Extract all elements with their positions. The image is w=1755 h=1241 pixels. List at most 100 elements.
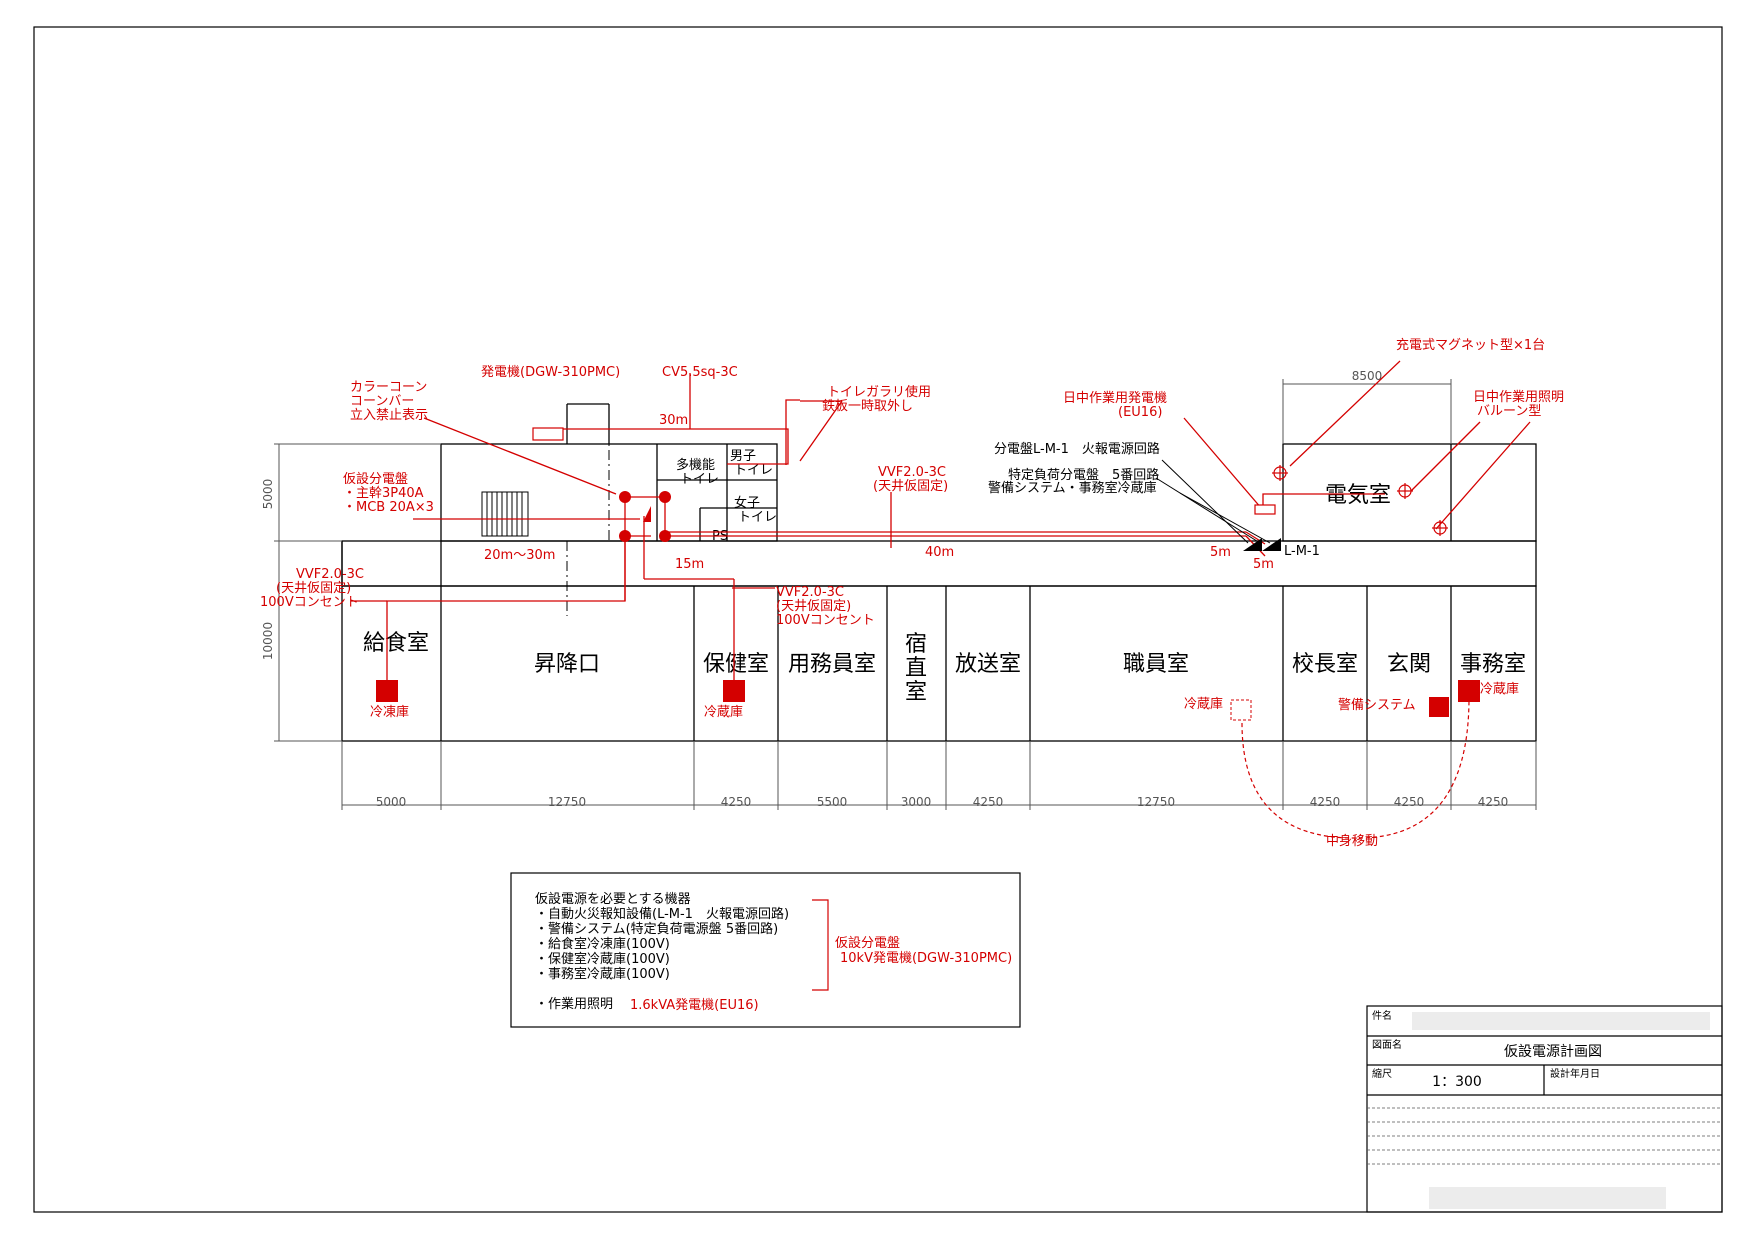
note-toilet-gallery-2: 鉄板一時取外し: [822, 399, 913, 414]
room-shukuchoku-2: 直: [905, 656, 927, 681]
lm1-panel-symbols: [1155, 459, 1281, 551]
note-panel-lm1: 分電盤L-M-1 火報電源回路: [994, 441, 1160, 457]
room-shoukou: 昇降口: [534, 652, 600, 677]
room-tamokuteki-2: トイレ: [680, 472, 719, 487]
room-shukuchoku-3: 室: [905, 680, 927, 705]
legend-item-3: ・給食室冷凍庫(100V): [535, 936, 670, 952]
room-housou: 放送室: [955, 652, 1021, 677]
note-security-load: 警備システム・事務室冷蔵庫: [988, 480, 1157, 496]
legend-work-light: ・作業用照明: [535, 996, 613, 1012]
note-length-15: 15m: [675, 557, 704, 572]
note-generator: 発電機(DGW-310PMC): [481, 365, 620, 380]
legend-brace: [812, 899, 829, 991]
note-move-contents: 中身移動: [1326, 833, 1378, 849]
dim-bottom-4: 5500: [817, 795, 848, 809]
legend-item-4: ・保健室冷蔵庫(100V): [535, 951, 670, 967]
legend-item-1: ・自動火災報知設備(L-M-1 火報電源回路): [535, 906, 789, 922]
stairs: [481, 491, 529, 537]
dim-left-upper: 5000: [261, 479, 275, 510]
room-danshi-2: トイレ: [734, 463, 773, 478]
dim-bottom-6: 4250: [973, 795, 1004, 809]
room-shokuin: 職員室: [1123, 652, 1189, 677]
dim-bottom-7: 12750: [1137, 795, 1175, 809]
note-vvf-left-2: (天井仮固定): [276, 581, 351, 596]
note-temp-panel-1: 仮設分電盤: [343, 471, 408, 487]
drawing-frame: [33, 26, 1723, 1213]
tb-date-label: 設計年月日: [1550, 1067, 1600, 1080]
dim-left-lower: 10000: [261, 622, 275, 660]
note-day-generator-2: (EU16): [1118, 405, 1162, 420]
legend-source-1: 仮設分電盤: [835, 935, 900, 951]
note-color-cone-3: 立入禁止表示: [350, 408, 428, 423]
room-tamokuteki-1: 多機能: [676, 457, 715, 473]
note-length-40: 40m: [925, 545, 954, 560]
note-balloon-2: バルーン型: [1477, 404, 1541, 419]
room-joshi-2: トイレ: [738, 510, 777, 525]
note-vvf-left-3: 100Vコンセント: [260, 595, 359, 610]
security-symbol: [1429, 697, 1449, 717]
room-shukuchoku-1: 宿: [905, 632, 927, 657]
dim-bottom-5: 3000: [901, 795, 932, 809]
dim-bottom-10: 4250: [1478, 795, 1509, 809]
tb-drawing-name: 仮設電源計画図: [1504, 1044, 1602, 1060]
note-lm1: L-M-1: [1284, 544, 1320, 559]
note-cable-length: 30m: [659, 413, 688, 428]
equipment-symbols: [376, 491, 1480, 717]
room-jimu: 事務室: [1460, 652, 1526, 677]
dimension-lines: [274, 379, 1537, 810]
center-lines: [540, 410, 655, 616]
room-denki: 電気室: [1325, 483, 1391, 508]
room-genkan: 玄関: [1387, 652, 1431, 677]
dim-top-right: 8500: [1352, 369, 1383, 383]
tb-drawing-label: 図面名: [1372, 1038, 1402, 1051]
legend-work-light-source: 1.6kVA発電機(EU16): [630, 998, 759, 1013]
note-fridge-hoken: 冷蔵庫: [704, 705, 743, 720]
room-hoken: 保健室: [703, 652, 769, 677]
wiring-lines: [351, 360, 1531, 688]
company-field: [1429, 1187, 1666, 1209]
move-path: [1241, 699, 1470, 839]
note-security: 警備システム: [1338, 697, 1416, 713]
dim-bottom-8: 4250: [1310, 795, 1341, 809]
tb-scale-label: 縮尺: [1372, 1067, 1392, 1080]
note-cable: CV5.5sq-3C: [662, 365, 738, 380]
freezer-symbol: [376, 680, 398, 702]
outlet-dot-1: [619, 491, 631, 503]
note-fridge-shokuin: 冷蔵庫: [1184, 697, 1223, 712]
note-length-20-30: 20m～30m: [484, 548, 555, 563]
generator-symbol: [532, 427, 564, 441]
day-generator-symbol: [1254, 504, 1276, 515]
legend-box: [510, 872, 1021, 1028]
note-length-5b: 5m: [1253, 557, 1274, 572]
note-vvf-left-1: VVF2.0-3C: [296, 567, 364, 582]
project-name-field: [1412, 1012, 1710, 1030]
tb-scale: 1：300: [1432, 1074, 1482, 1090]
note-temp-panel-3: ・MCB 20A×3: [343, 500, 434, 515]
outlet-dot-4: [659, 530, 671, 542]
room-kyushoku: 給食室: [363, 631, 429, 656]
note-vvf-mid-1: VVF2.0-3C: [776, 585, 844, 600]
room-joshi-1: 女子: [734, 495, 760, 511]
outlet-dot-3: [619, 530, 631, 542]
note-special-panel: 特定負荷分電盤 5番回路: [1008, 467, 1159, 483]
legend-item-2: ・警備システム(特定負荷電源盤 5番回路): [535, 921, 778, 937]
dim-bottom-1: 5000: [376, 795, 407, 809]
outlet-dot-2: [659, 491, 671, 503]
note-color-cone-1: カラーコーン: [350, 380, 427, 395]
note-vvf-mid-3: 100Vコンセント: [776, 613, 875, 628]
note-freezer: 冷凍庫: [370, 704, 409, 720]
title-block: [1366, 1005, 1723, 1213]
room-danshi-1: 男子: [730, 449, 756, 464]
note-length-5a: 5m: [1210, 545, 1231, 560]
dim-bottom-9: 4250: [1394, 795, 1425, 809]
fridge-jimu-symbol: [1458, 680, 1480, 702]
note-temp-panel-2: ・主幹3P40A: [343, 485, 424, 501]
dim-bottom-3: 4250: [721, 795, 752, 809]
legend-item-5: ・事務室冷蔵庫(100V): [535, 966, 670, 982]
note-vvf-mid-2: (天井仮固定): [776, 599, 851, 614]
legend-source-2: 10kV発電機(DGW-310PMC): [840, 951, 1012, 966]
room-kouchou: 校長室: [1292, 652, 1358, 677]
room-youmuin: 用務員室: [788, 652, 876, 677]
light-symbols: [1272, 465, 1448, 536]
note-day-generator-1: 日中作業用発電機: [1063, 390, 1167, 406]
